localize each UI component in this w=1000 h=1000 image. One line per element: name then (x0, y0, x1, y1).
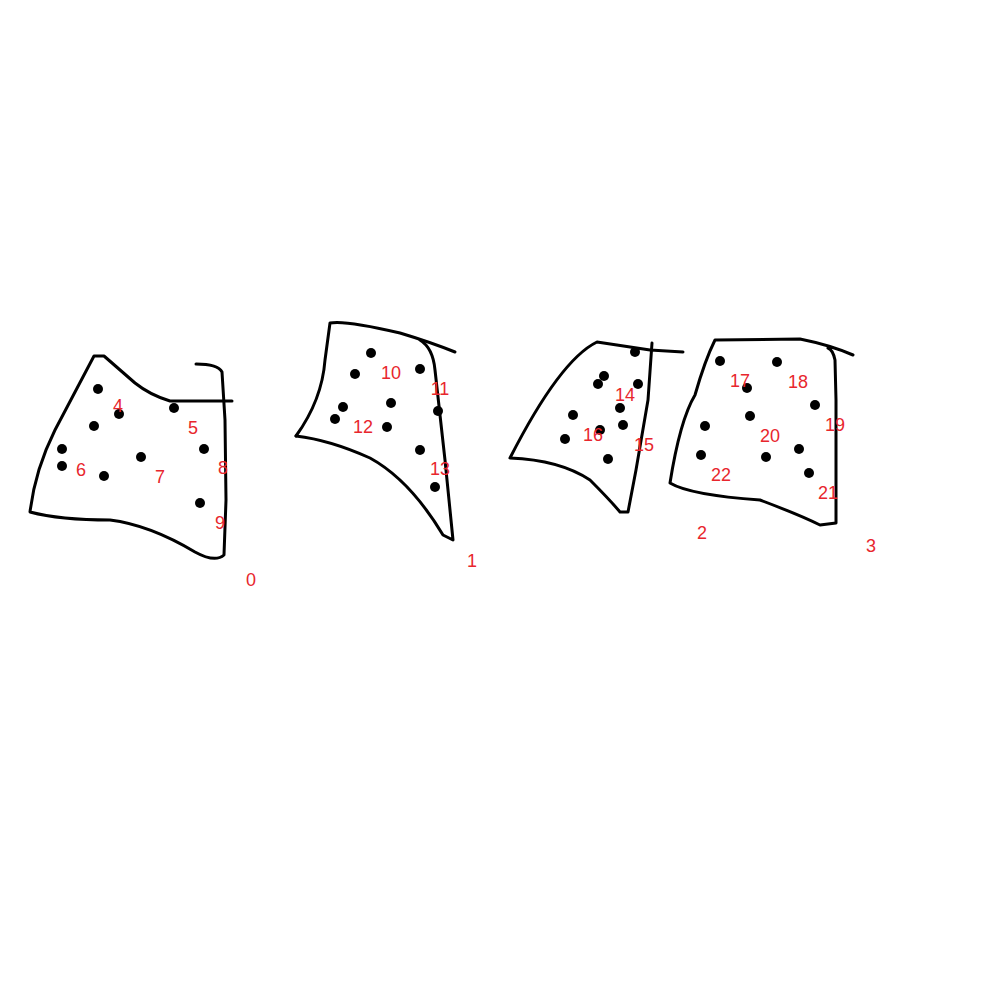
marker-dot (93, 384, 103, 394)
region-outline (30, 356, 232, 558)
region-outline (670, 339, 853, 525)
callout-number: 20 (759, 426, 781, 446)
callout-number: 16 (582, 425, 604, 445)
marker-dot (568, 410, 578, 420)
marker-dot (136, 452, 146, 462)
marker-dot (338, 402, 348, 412)
marker-dot (169, 403, 179, 413)
callout-number: 8 (217, 458, 229, 478)
marker-dot (593, 379, 603, 389)
callout-number: 19 (824, 415, 846, 435)
marker-dot (195, 498, 205, 508)
callout-number: 13 (429, 459, 451, 479)
marker-dot (199, 444, 209, 454)
marker-dot (700, 421, 710, 431)
callout-number: 7 (154, 467, 166, 487)
marker-dot (599, 371, 609, 381)
marker-dot (330, 414, 340, 424)
marker-dot (696, 450, 706, 460)
marker-dot (415, 364, 425, 374)
marker-dot (804, 468, 814, 478)
callout-number: 0 (245, 570, 257, 590)
callout-number: 22 (710, 465, 732, 485)
marker-dot (89, 421, 99, 431)
marker-dot (715, 356, 725, 366)
marker-dot (366, 348, 376, 358)
marker-dot (560, 434, 570, 444)
marker-dot (745, 411, 755, 421)
marker-dot (433, 406, 443, 416)
marker-dot (794, 444, 804, 454)
marker-dot (57, 461, 67, 471)
callout-number: 3 (865, 536, 877, 556)
marker-dot (603, 454, 613, 464)
callout-number: 4 (112, 396, 124, 416)
marker-dot (382, 422, 392, 432)
callout-number: 12 (352, 417, 374, 437)
marker-dot (415, 445, 425, 455)
region-outline (510, 342, 683, 512)
callout-number: 5 (187, 418, 199, 438)
callout-number: 9 (214, 513, 226, 533)
callout-number: 1 (466, 551, 478, 571)
marker-dot (430, 482, 440, 492)
callout-number: 21 (817, 483, 839, 503)
callout-number: 11 (430, 379, 451, 399)
marker-dot (810, 400, 820, 410)
marker-dot (57, 444, 67, 454)
callout-number: 17 (729, 371, 751, 391)
region-outline (296, 322, 455, 436)
marker-dot (350, 369, 360, 379)
callout-number: 14 (614, 385, 636, 405)
callout-number: 10 (380, 363, 402, 383)
marker-dot (772, 357, 782, 367)
callout-number: 6 (75, 460, 87, 480)
callout-number: 2 (696, 523, 708, 543)
marker-dot (99, 471, 109, 481)
callout-number: 18 (787, 372, 809, 392)
marker-dot (761, 452, 771, 462)
callout-number: 15 (633, 435, 655, 455)
marker-dot (386, 398, 396, 408)
region-outline (296, 340, 453, 540)
marker-dot (630, 347, 640, 357)
marker-dot (618, 420, 628, 430)
